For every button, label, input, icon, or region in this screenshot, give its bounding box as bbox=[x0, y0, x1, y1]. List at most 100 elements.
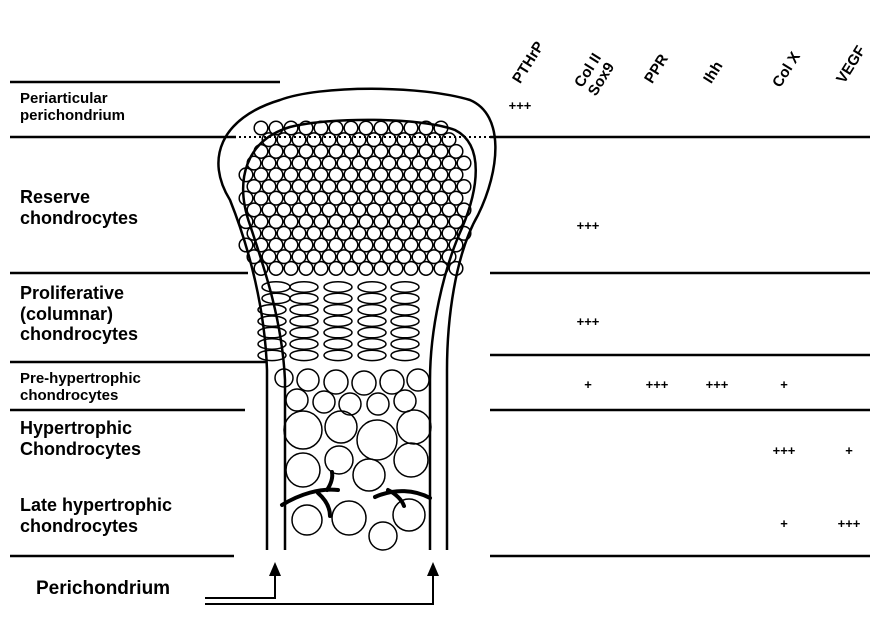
prehypertrophic-chondrocyte-5 bbox=[407, 369, 429, 391]
prehypertrophic-chondrocyte-7 bbox=[313, 391, 335, 413]
chondrocyte-cells bbox=[239, 121, 471, 550]
prehypertrophic-chondrocyte-1 bbox=[297, 369, 319, 391]
arrow-line-left bbox=[205, 574, 275, 598]
zone-label-line: perichondrium bbox=[20, 107, 125, 124]
expression-prehypertrophic-ppr: +++ bbox=[646, 377, 669, 392]
late-hypertrophic-chondrocyte-2 bbox=[369, 522, 397, 550]
reserve-chondrocyte-174 bbox=[254, 262, 268, 276]
hypertrophic-chondrocyte-5 bbox=[325, 446, 353, 474]
proliferative-chondrocyte-22 bbox=[324, 327, 352, 337]
proliferative-chondrocyte-3 bbox=[358, 282, 386, 292]
reserve-chondrocyte-180 bbox=[344, 262, 358, 276]
prehypertrophic-chondrocyte-3 bbox=[352, 371, 376, 395]
perichondrium-arrows bbox=[205, 562, 439, 604]
hypertrophic-chondrocyte-7 bbox=[394, 443, 428, 477]
proliferative-chondrocyte-24 bbox=[391, 327, 419, 337]
hypertrophic-chondrocyte-6 bbox=[353, 459, 385, 491]
vascular-invasion-arcs bbox=[282, 472, 430, 516]
proliferative-chondrocyte-23 bbox=[358, 327, 386, 337]
proliferative-chondrocyte-2 bbox=[324, 282, 352, 292]
reserve-chondrocyte-176 bbox=[284, 262, 298, 276]
proliferative-chondrocyte-34 bbox=[391, 350, 419, 360]
expression-late_hypertrophic-vegf: +++ bbox=[838, 516, 861, 531]
proliferative-chondrocyte-17 bbox=[324, 316, 352, 326]
prehypertrophic-chondrocyte-9 bbox=[367, 393, 389, 415]
zone-label-line: Hypertrophic bbox=[20, 418, 141, 439]
proliferative-chondrocyte-27 bbox=[324, 339, 352, 349]
reserve-chondrocyte-179 bbox=[329, 262, 343, 276]
late-hypertrophic-chondrocyte-3 bbox=[393, 499, 425, 531]
expression-prehypertrophic-colx: + bbox=[780, 377, 788, 392]
hypertrophic-chondrocyte-0 bbox=[284, 411, 322, 449]
proliferative-chondrocyte-1 bbox=[290, 282, 318, 292]
prehypertrophic-chondrocyte-2 bbox=[324, 370, 348, 394]
reserve-chondrocyte-54 bbox=[457, 156, 471, 170]
expression-hypertrophic-colx: +++ bbox=[773, 443, 796, 458]
reserve-chondrocyte-0 bbox=[254, 121, 268, 135]
zone-label-line: Pre-hypertrophic bbox=[20, 370, 141, 387]
expression-late_hypertrophic-colx: + bbox=[780, 516, 788, 531]
proliferative-chondrocyte-13 bbox=[358, 305, 386, 315]
reserve-chondrocyte-184 bbox=[404, 262, 418, 276]
zone-label-proliferative: Proliferative(columnar)chondrocytes bbox=[20, 283, 138, 345]
proliferative-chondrocyte-6 bbox=[290, 293, 318, 303]
late-hypertrophic-chondrocyte-1 bbox=[332, 501, 366, 535]
arrow-line-right bbox=[205, 574, 433, 604]
expression-prehypertrophic-ihh: +++ bbox=[706, 377, 729, 392]
proliferative-chondrocyte-7 bbox=[324, 293, 352, 303]
expression-proliferative-col2_sox9: +++ bbox=[577, 314, 600, 329]
expression-periarticular-pthrp: +++ bbox=[509, 98, 532, 113]
prehypertrophic-chondrocyte-6 bbox=[286, 389, 308, 411]
proliferative-chondrocyte-8 bbox=[358, 293, 386, 303]
zone-label-line: chondrocytes bbox=[20, 387, 141, 404]
reserve-chondrocyte-84 bbox=[457, 180, 471, 194]
zone-label-line: chondrocytes bbox=[20, 516, 172, 537]
zone-label-line: chondrocytes bbox=[20, 324, 138, 345]
proliferative-chondrocyte-33 bbox=[358, 350, 386, 360]
vessel-arc-right bbox=[375, 491, 430, 498]
prehypertrophic-chondrocyte-10 bbox=[394, 390, 416, 412]
hypertrophic-chondrocyte-4 bbox=[286, 453, 320, 487]
zone-divider-lines bbox=[10, 82, 870, 556]
zone-label-periarticular: Periarticularperichondrium bbox=[20, 90, 125, 125]
vessel-arc-left bbox=[282, 490, 338, 505]
zone-label-line: Chondrocytes bbox=[20, 439, 141, 460]
proliferative-chondrocyte-9 bbox=[391, 293, 419, 303]
zone-label-line: (columnar) bbox=[20, 304, 138, 325]
proliferative-chondrocyte-31 bbox=[290, 350, 318, 360]
expression-reserve-col2_sox9: +++ bbox=[577, 218, 600, 233]
arrow-head-right bbox=[427, 562, 439, 576]
reserve-chondrocyte-182 bbox=[374, 262, 388, 276]
perichondrium-label: Perichondrium bbox=[36, 578, 170, 600]
zone-label-prehypertrophic: Pre-hypertrophicchondrocytes bbox=[20, 370, 141, 405]
zone-label-line: Late hypertrophic bbox=[20, 495, 172, 516]
reserve-chondrocyte-177 bbox=[299, 262, 313, 276]
reserve-chondrocyte-185 bbox=[419, 262, 433, 276]
reserve-chondrocyte-85 bbox=[239, 191, 253, 205]
reserve-chondrocyte-181 bbox=[359, 262, 373, 276]
proliferative-chondrocyte-12 bbox=[324, 305, 352, 315]
zone-label-line: chondrocytes bbox=[20, 208, 138, 229]
proliferative-chondrocyte-11 bbox=[290, 305, 318, 315]
proliferative-chondrocyte-4 bbox=[391, 282, 419, 292]
reserve-chondrocyte-115 bbox=[239, 215, 253, 229]
expression-prehypertrophic-col2_sox9: + bbox=[584, 377, 592, 392]
proliferative-chondrocyte-5 bbox=[262, 293, 290, 303]
expression-hypertrophic-vegf: + bbox=[845, 443, 853, 458]
reserve-chondrocyte-183 bbox=[389, 262, 403, 276]
proliferative-chondrocyte-32 bbox=[324, 350, 352, 360]
zone-label-line: Reserve bbox=[20, 187, 138, 208]
arrow-head-left bbox=[269, 562, 281, 576]
zone-label-reserve: Reservechondrocytes bbox=[20, 187, 138, 228]
proliferative-chondrocyte-19 bbox=[391, 316, 419, 326]
proliferative-chondrocyte-20 bbox=[258, 327, 286, 337]
proliferative-chondrocyte-14 bbox=[391, 305, 419, 315]
reserve-chondrocyte-175 bbox=[269, 262, 283, 276]
proliferative-chondrocyte-18 bbox=[358, 316, 386, 326]
zone-label-late_hypertrophic: Late hypertrophicchondrocytes bbox=[20, 495, 172, 536]
zone-label-line: Proliferative bbox=[20, 283, 138, 304]
proliferative-chondrocyte-16 bbox=[290, 316, 318, 326]
proliferative-chondrocyte-26 bbox=[290, 339, 318, 349]
proliferative-chondrocyte-0 bbox=[262, 282, 290, 292]
hypertrophic-chondrocyte-3 bbox=[397, 410, 431, 444]
